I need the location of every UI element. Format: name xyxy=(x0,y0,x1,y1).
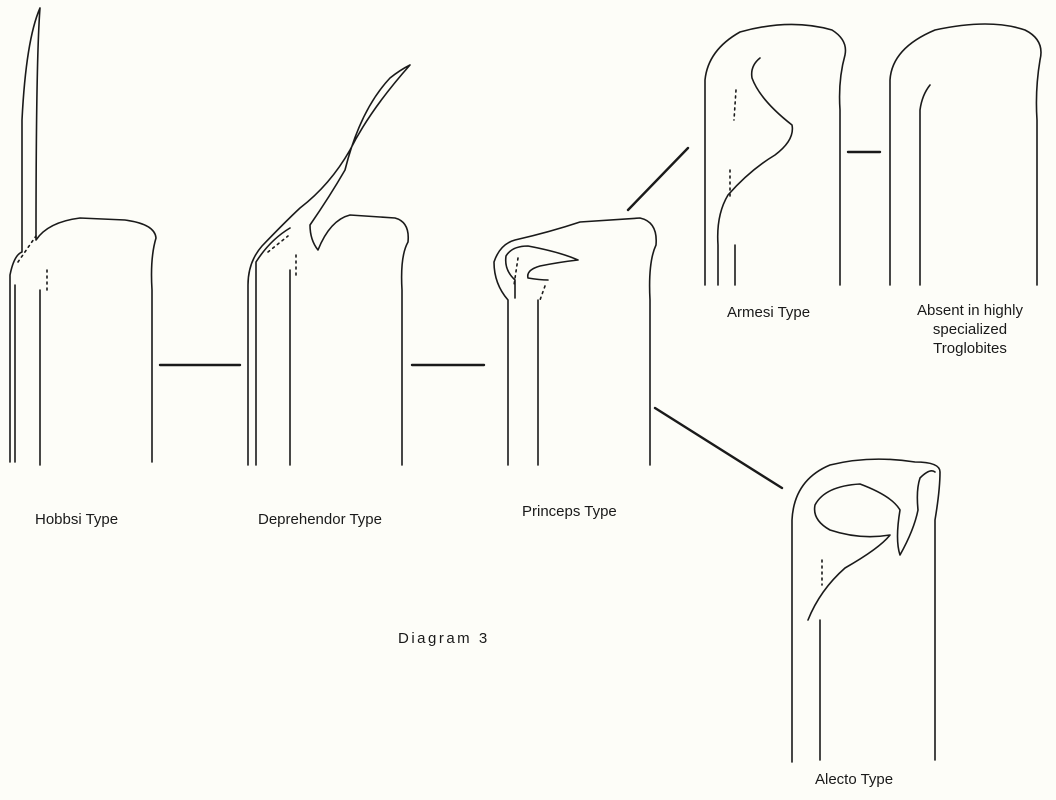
hobbsi-label: Hobbsi Type xyxy=(35,510,118,529)
alecto-label: Alecto Type xyxy=(815,770,893,789)
absent-label-line-3: Troglobites xyxy=(917,339,1023,358)
absent-structure xyxy=(890,24,1041,285)
princeps-label: Princeps Type xyxy=(522,502,617,521)
connector-princeps-alecto xyxy=(655,408,782,488)
absent-label-line-1: Absent in highly xyxy=(917,301,1023,320)
absent-label: Absent in highly specialized Troglobites xyxy=(917,301,1023,358)
armesi-label: Armesi Type xyxy=(727,303,810,322)
deprehendor-structure xyxy=(248,65,410,465)
hobbsi-structure xyxy=(10,8,156,465)
diagram-caption: Diagram 3 xyxy=(398,630,490,647)
absent-label-line-2: specialized xyxy=(917,320,1023,339)
alecto-structure xyxy=(792,459,940,762)
connector-princeps-armesi xyxy=(628,148,688,210)
armesi-structure xyxy=(705,24,845,285)
princeps-structure xyxy=(494,218,656,465)
deprehendor-label: Deprehendor Type xyxy=(258,510,382,529)
